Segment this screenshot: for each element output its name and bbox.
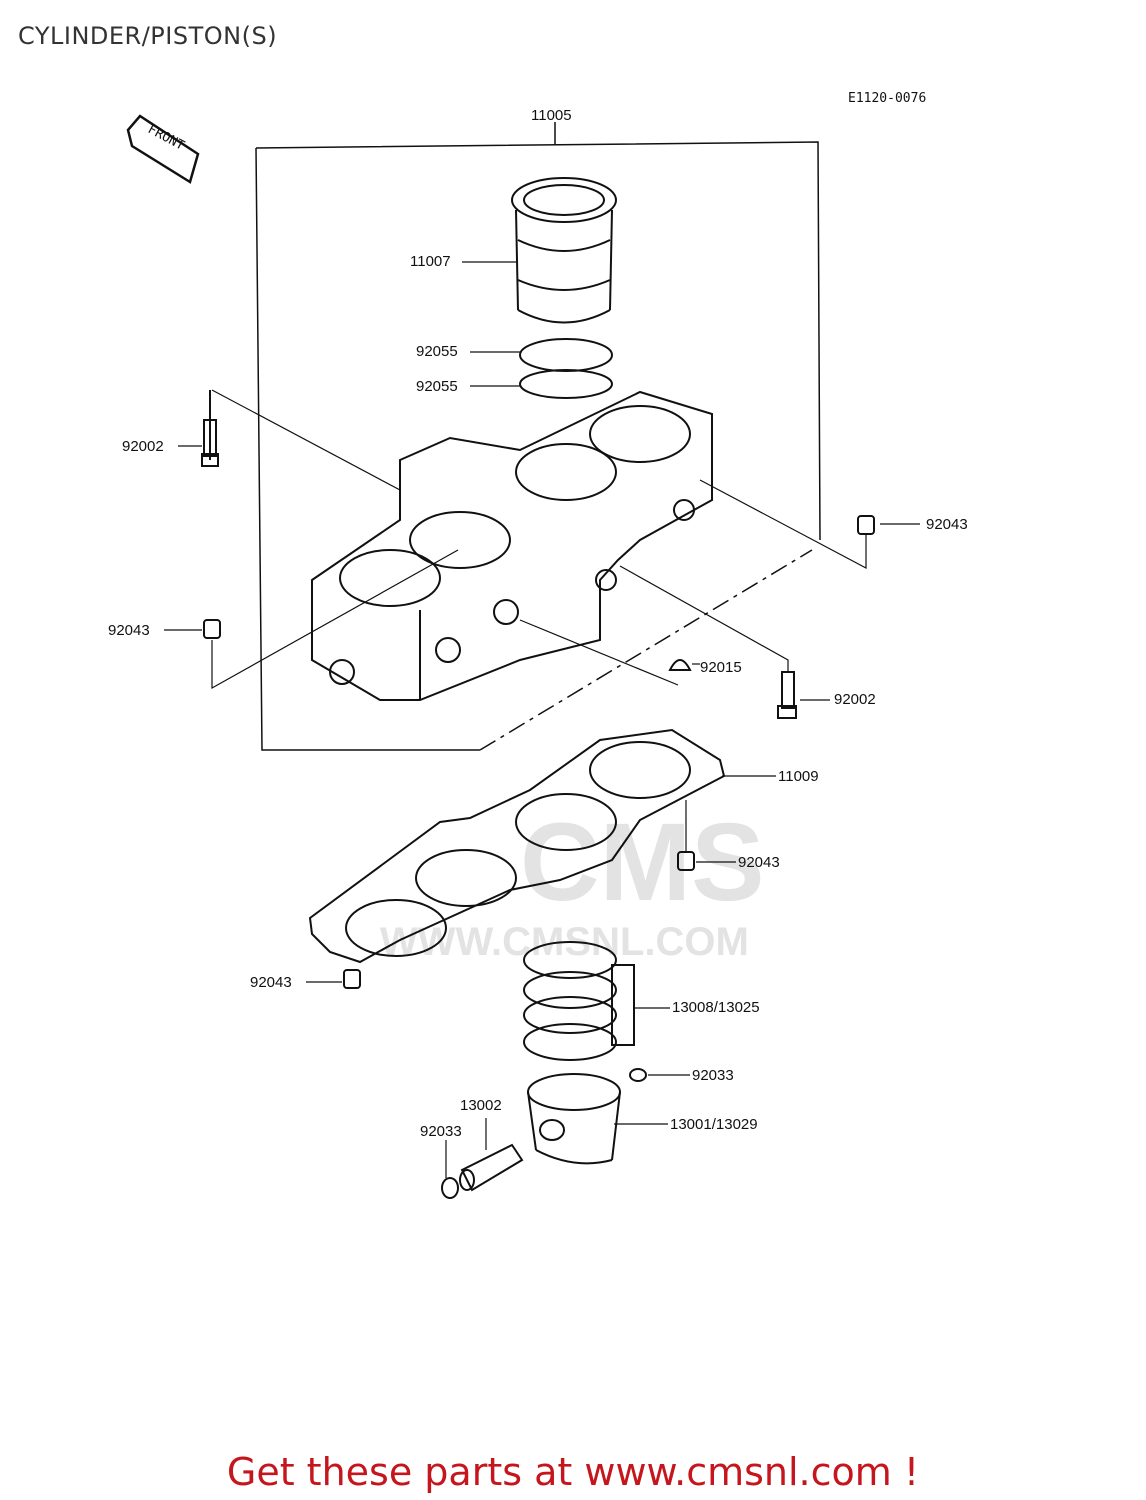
- label-circlip-left: 92033: [420, 1123, 462, 1140]
- front-arrow-icon: [126, 114, 200, 184]
- assembly-bracket: [255, 141, 821, 541]
- label-dowel-gasket-left: 92043: [250, 974, 292, 991]
- dowel-gasket-left: [343, 969, 361, 989]
- page-title: CYLINDER/PISTON(S): [18, 22, 278, 50]
- label-stud-right: 92002: [834, 691, 876, 708]
- o-ring-lower: [519, 369, 613, 399]
- label-piston-rings: 13008/13025: [672, 999, 760, 1016]
- front-label: FRONT: [145, 122, 187, 154]
- cap: [668, 659, 692, 671]
- circlip-left: [441, 1177, 459, 1199]
- piston-pin: [459, 1143, 524, 1192]
- label-base-gasket: 11009: [778, 768, 819, 785]
- parts-diagram: CMS WWW.CMSNL.COM: [108, 91, 968, 1199]
- label-dowel-left: 92043: [108, 622, 150, 639]
- base-gasket: [308, 728, 726, 964]
- cylinder-block: [311, 390, 713, 701]
- o-ring-upper: [519, 338, 613, 372]
- diagram-code: E1120-0076: [848, 91, 926, 106]
- label-piston-pin: 13002: [460, 1097, 502, 1114]
- watermark: CMS WWW.CMSNL.COM: [380, 801, 764, 964]
- label-o-ring-lower: 92055: [416, 378, 458, 395]
- piston: [527, 1073, 621, 1165]
- label-piston: 13001/13029: [670, 1116, 758, 1133]
- label-dowel-upper-right: 92043: [926, 516, 968, 533]
- piston-rings: [523, 941, 635, 1061]
- label-cap: 92015: [700, 659, 742, 676]
- promo-link[interactable]: Get these parts at www.cmsnl.com !: [226, 1450, 920, 1494]
- label-o-ring-upper: 92055: [416, 343, 458, 360]
- stud-left: [201, 390, 219, 467]
- stud-right: [777, 671, 797, 719]
- dowel-upper-right: [857, 515, 875, 535]
- circlip-right: [629, 1068, 647, 1082]
- dowel-left: [203, 619, 221, 639]
- label-stud-left: 92002: [122, 438, 164, 455]
- label-circlip-right: 92033: [692, 1067, 734, 1084]
- label-dowel-gasket-right: 92043: [738, 854, 780, 871]
- label-cylinder-liner: 11007: [410, 253, 451, 270]
- cylinder-liner: [511, 177, 617, 324]
- label-cylinder-assembly: 11005: [531, 107, 572, 124]
